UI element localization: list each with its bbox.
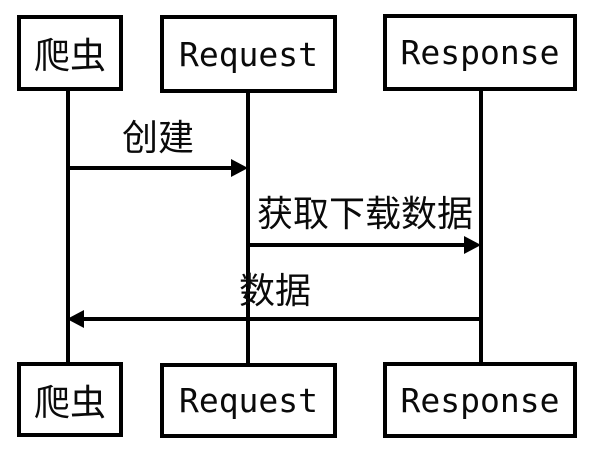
participant-box-response-top: Response [383, 14, 577, 91]
arrowhead-right-icon [231, 159, 248, 177]
participant-box-crawler-top: 爬虫 [17, 15, 123, 91]
message-line-create [68, 166, 234, 170]
message-label-data-return: 数据 [238, 271, 312, 312]
message-line-fetch-data [248, 243, 467, 247]
message-label-fetch-data: 获取下载数据 [256, 194, 474, 235]
participant-box-request-bottom: Request [160, 363, 337, 438]
lifeline-request [246, 92, 250, 364]
participant-box-request-top: Request [160, 15, 337, 93]
participant-box-response-bottom: Response [383, 362, 577, 438]
message-line-data-return [84, 317, 481, 321]
arrowhead-left-icon [67, 310, 84, 328]
lifeline-crawler [66, 90, 70, 363]
lifeline-response [479, 90, 483, 363]
participant-box-crawler-bottom: 爬虫 [17, 362, 123, 437]
arrowhead-right-icon [464, 236, 481, 254]
message-label-create: 创建 [121, 118, 195, 159]
